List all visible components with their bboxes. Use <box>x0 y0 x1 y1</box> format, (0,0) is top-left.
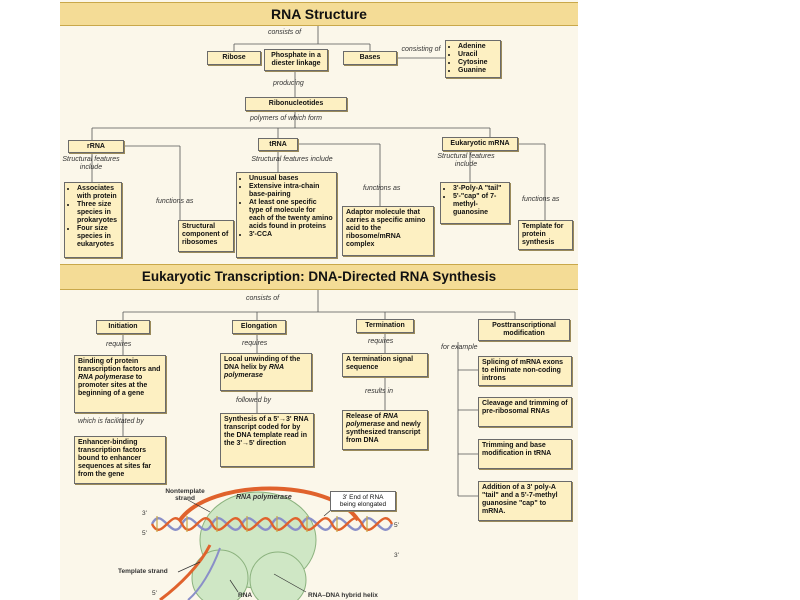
end-label-3b: 3' <box>394 552 399 559</box>
term-res-em: RNA polymerase <box>346 413 398 429</box>
mrna-functions-label: functions as <box>522 196 560 203</box>
consists-of-label: consists of <box>268 29 302 36</box>
elongation-box: Elongation <box>232 320 286 334</box>
trna-features-box: Unusual basesExtensive intra-chain base-… <box>236 172 337 258</box>
term-res-text-2: and newly synthesized transcript from DN… <box>346 421 421 445</box>
trna-box: tRNA <box>258 138 298 151</box>
elong-req-text: Local unwinding of the DNA helix by <box>224 356 301 372</box>
concept-map-page: RNA Structure consists of Ribose Phospha… <box>60 0 578 600</box>
rna-structure-title: RNA Structure <box>60 2 578 26</box>
mrna-features-item: 5'-"cap" of 7-methyl-guanosine <box>453 193 506 217</box>
facilitated-label: which is facilitated by <box>78 418 144 425</box>
mrna-function-box: Template for protein synthesis <box>518 220 573 250</box>
trna-features-label: Structural features include <box>251 156 333 163</box>
ribose-box: Ribose <box>207 51 261 65</box>
rrna-function-box: Structural component of ribosomes <box>178 220 234 252</box>
end-label-3a: 3' <box>142 510 147 517</box>
mrna-features-box: 3'-Poly-A "tail"5'-"cap" of 7-methyl-gua… <box>440 182 510 224</box>
init-req-em: RNA polymerase <box>78 374 134 382</box>
bases-box: Bases <box>343 51 397 65</box>
phosphate-box: Phosphate in a diester linkage <box>264 49 328 71</box>
followed-by-label: followed by <box>236 397 272 404</box>
end-label-5a: 5' <box>142 530 147 537</box>
mrna-features-label: Structural features include <box>437 153 495 169</box>
trna-functions-label: functions as <box>363 185 401 192</box>
rrna-box: rRNA <box>68 140 124 153</box>
term-res-text-1: Release of <box>346 413 383 420</box>
mod-polya-box: Addition of a 3' poly-A "tail" and a 5'-… <box>478 481 572 521</box>
init-requirement-box: Binding of protein transcription factors… <box>74 355 166 413</box>
nascent-rna <box>159 544 212 600</box>
polymers-label: polymers of which form <box>250 115 322 122</box>
init-requires-label: requires <box>106 341 132 348</box>
connector-lines <box>91 22 546 497</box>
trna-features-list: Unusual basesExtensive intra-chain base-… <box>240 175 333 239</box>
term-requirement-box: A termination signal sequence <box>342 353 428 377</box>
end-label-5c: 5' <box>152 590 157 597</box>
trna-features-item: At least one specific type of molecule f… <box>249 199 333 231</box>
three-end-callout: 3' End of RNA being elongated <box>330 491 396 511</box>
rrna-features-item: Three size species in prokaryotes <box>77 201 118 225</box>
elong-requirement-box: Local unwinding of the DNA helix by RNA … <box>220 353 312 391</box>
init-facilitator-box: Enhancer-binding transcription factors b… <box>74 436 166 484</box>
base-list: AdenineUracilCytosineGuanine <box>449 43 497 75</box>
transcription-title: Eukaryotic Transcription: DNA-Directed R… <box>60 264 578 290</box>
init-req-text-1: Binding of protein transcription factors… <box>78 358 161 374</box>
elong-req-em: RNA polymerase <box>224 364 284 380</box>
init-req-text-2: to promoter sites at the beginning of a … <box>78 374 148 398</box>
base-list-box: AdenineUracilCytosineGuanine <box>445 40 501 78</box>
consisting-of-label: consisting of <box>401 46 441 53</box>
rrna-features-label: Structural features include <box>62 156 120 172</box>
elong-requires-label: requires <box>242 340 268 347</box>
mrna-features-list: 3'-Poly-A "tail"5'-"cap" of 7-methyl-gua… <box>444 185 506 217</box>
trna-features-item: 3'-CCA <box>249 231 333 239</box>
term-requires-label: requires <box>368 338 394 345</box>
trna-features-item: Unusual bases <box>249 175 333 183</box>
hybrid-helix-label: RNA–DNA hybrid helix <box>308 592 378 599</box>
rrna-features-item: Four size species in eukaryotes <box>77 225 118 249</box>
initiation-box: Initiation <box>96 320 150 334</box>
producing-label: producing <box>273 80 304 87</box>
trna-function-box: Adaptor molecule that carries a specific… <box>342 206 434 256</box>
ribonucleotides-box: Ribonucleotides <box>245 97 347 111</box>
base-list-item: Adenine <box>458 43 497 51</box>
nontemplate-strand-label: Nontemplate strand <box>165 488 205 503</box>
base-list-item: Guanine <box>458 67 497 75</box>
term-result-box: Release of RNA polymerase and newly synt… <box>342 410 428 450</box>
mod-trna-box: Trimming and base modification in tRNA <box>478 439 572 469</box>
end-label-5b: 5' <box>394 522 399 529</box>
posttranscriptional-box: Posttranscriptional modification <box>478 319 570 341</box>
template-strand-tail <box>187 547 221 600</box>
results-in-label: results in <box>365 388 394 395</box>
mod-splicing-box: Splicing of mRNA exons to eliminate non-… <box>478 356 572 386</box>
dna-helix <box>150 516 394 532</box>
tx-consists-of-label: consists of <box>246 295 280 302</box>
mrna-features-item: 3'-Poly-A "tail" <box>453 185 506 193</box>
transcription-figure <box>150 486 394 600</box>
rna-label: RNA <box>238 592 253 599</box>
termination-box: Termination <box>356 319 414 333</box>
trna-features-item: Extensive intra-chain base-pairing <box>249 183 333 199</box>
rrna-features-item: Associates with protein <box>77 185 118 201</box>
base-list-item: Uracil <box>458 51 497 59</box>
template-strand-label: Template strand <box>118 568 168 575</box>
rrna-features-list: Associates with proteinThree size specie… <box>68 185 118 249</box>
rrna-functions-label: functions as <box>156 198 194 205</box>
for-example-label: for example <box>441 344 478 351</box>
rrna-features-box: Associates with proteinThree size specie… <box>64 182 122 258</box>
elong-synthesis-box: Synthesis of a 5'→3' RNA transcript code… <box>220 413 314 467</box>
eukaryotic-mrna-box: Eukaryotic mRNA <box>442 137 518 151</box>
base-list-item: Cytosine <box>458 59 497 67</box>
mod-cleavage-box: Cleavage and trimming of pre-ribosomal R… <box>478 397 572 427</box>
rna-polymerase-label: RNA polymerase <box>236 494 292 501</box>
